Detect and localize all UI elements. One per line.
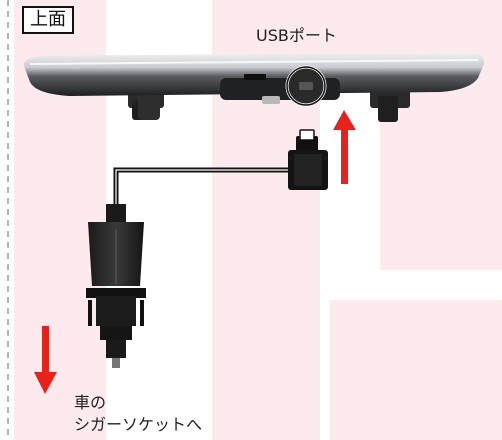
usb-plug: [288, 129, 328, 190]
cigarette-plug: [86, 204, 146, 368]
usb-port-highlight: [285, 65, 327, 107]
usb-port-label: USBポート: [256, 26, 337, 45]
down-arrow-icon: [34, 326, 57, 394]
socket-label-line2: シガーソケットへ: [74, 415, 203, 434]
up-arrow-icon: [333, 110, 356, 184]
socket-label-line1: 車の: [74, 393, 107, 412]
top-view-label: 上面: [22, 6, 74, 34]
device-body: [23, 52, 485, 122]
cigarette-socket-label: 車の シガーソケットへ: [74, 392, 202, 436]
